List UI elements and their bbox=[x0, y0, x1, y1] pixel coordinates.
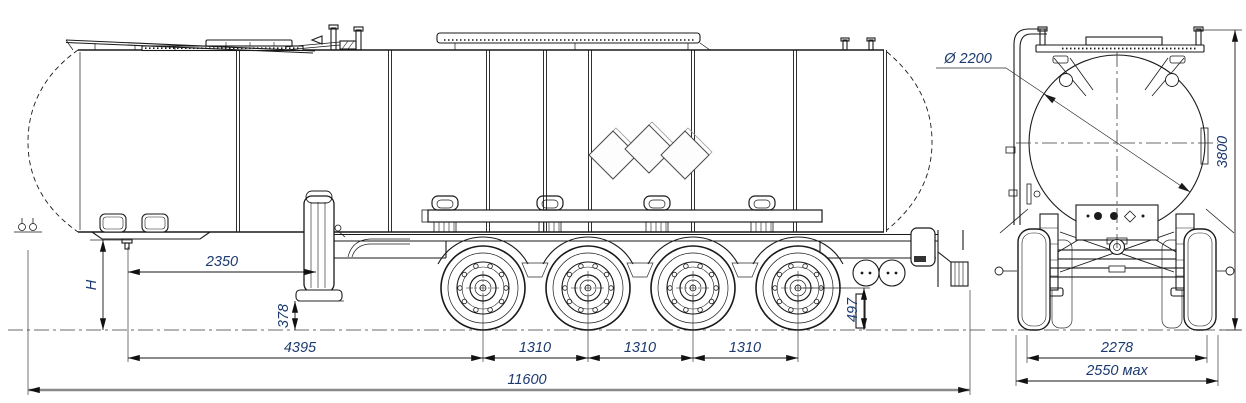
platform-supports bbox=[1053, 57, 1185, 97]
hazard-placards bbox=[588, 121, 713, 180]
placard-3 bbox=[660, 130, 710, 180]
dim-label-1310-2: 1310 bbox=[624, 340, 656, 356]
dim-axle-spacing: 1310 1310 1310 bbox=[482, 340, 799, 362]
platform-hatch bbox=[1085, 36, 1163, 46]
dim-label-2278: 2278 bbox=[1100, 340, 1133, 356]
catwalk bbox=[436, 32, 701, 44]
dim-label-1310-1: 1310 bbox=[519, 340, 551, 356]
side-view: H 2350 378 497 bbox=[8, 24, 988, 395]
dim-overall-height: 3800 bbox=[1197, 29, 1242, 331]
tire-right bbox=[1183, 228, 1217, 331]
dim-label-3800: 3800 bbox=[1215, 136, 1231, 168]
dim-label-4395: 4395 bbox=[284, 340, 317, 356]
dim-label-diameter: Ø 2200 bbox=[943, 51, 992, 67]
tank-body bbox=[27, 49, 933, 233]
suspension-link-1 bbox=[521, 262, 549, 278]
dim-axle-height: 497 bbox=[800, 287, 870, 331]
dim-label-2550-max: 2550 мах bbox=[1085, 363, 1148, 379]
dimensions-rear: Ø 2200 3800 2278 2550 мах bbox=[936, 29, 1242, 386]
rear-underrun bbox=[950, 261, 969, 287]
dim-label-h: H bbox=[84, 279, 100, 290]
landing-gear bbox=[295, 190, 346, 302]
dim-tank-diameter: Ø 2200 bbox=[936, 51, 1191, 193]
tire-left bbox=[1017, 228, 1051, 331]
wheels bbox=[440, 245, 841, 331]
side-guard-rail bbox=[421, 195, 823, 233]
drain-valve bbox=[1033, 190, 1041, 198]
axle-stub-left bbox=[994, 266, 1004, 276]
placard-1 bbox=[588, 130, 638, 180]
dim-label-497: 497 bbox=[845, 297, 861, 322]
suspension-link-2 bbox=[626, 262, 654, 278]
air-tank-2 bbox=[878, 259, 906, 287]
dim-label-1310-3: 1310 bbox=[729, 340, 761, 356]
front-fittings bbox=[14, 218, 42, 233]
dim-label-11600: 11600 bbox=[507, 372, 546, 388]
folded-handrail bbox=[65, 39, 316, 54]
placard-2 bbox=[624, 124, 674, 174]
dim-overall-length: 11600 bbox=[27, 250, 971, 395]
kingpin bbox=[124, 242, 130, 250]
front-mast bbox=[284, 24, 364, 51]
dim-landing-gear-clearance: 378 bbox=[276, 300, 344, 331]
dim-overall-width: 2550 мах bbox=[1015, 335, 1219, 386]
chassis-frame bbox=[332, 233, 938, 278]
axle-stub-right bbox=[1225, 266, 1235, 276]
front-underbody bbox=[14, 213, 211, 250]
rear-top-posts bbox=[840, 37, 876, 51]
tank-head-rear bbox=[886, 51, 933, 231]
dim-label-378: 378 bbox=[276, 304, 292, 328]
rear-centerlines bbox=[1016, 52, 1218, 248]
air-tank-1 bbox=[852, 259, 880, 287]
dim-kingpin-to-landing-gear: 2350 bbox=[127, 247, 317, 362]
dim-kingpin-to-first-axle: 4395 bbox=[127, 295, 799, 362]
fifth-wheel-plate bbox=[91, 231, 211, 240]
dim-fifth-wheel-height: H bbox=[84, 239, 132, 331]
grounding-flag bbox=[310, 35, 323, 45]
tank-head-front bbox=[27, 49, 79, 233]
landing-gear-foot bbox=[295, 289, 343, 302]
landing-gear-crank bbox=[334, 224, 342, 232]
tank-top-equipment bbox=[65, 24, 876, 54]
dimensions-side: H 2350 378 497 bbox=[27, 239, 971, 395]
tank-rear-seam bbox=[883, 50, 887, 232]
dim-track-width: 2278 bbox=[1026, 335, 1208, 363]
suspension-link-3 bbox=[731, 262, 759, 278]
fenders bbox=[437, 236, 844, 265]
rear-wheels bbox=[1017, 228, 1217, 331]
rear-view: Ø 2200 3800 2278 2550 мах bbox=[936, 26, 1245, 386]
rear-ladder bbox=[1005, 28, 1047, 225]
dim-label-2350: 2350 bbox=[205, 254, 238, 270]
air-pipes bbox=[347, 238, 410, 258]
side-bracket bbox=[1200, 127, 1209, 165]
rear-underbody bbox=[852, 227, 969, 329]
rear-platform bbox=[1035, 26, 1209, 165]
